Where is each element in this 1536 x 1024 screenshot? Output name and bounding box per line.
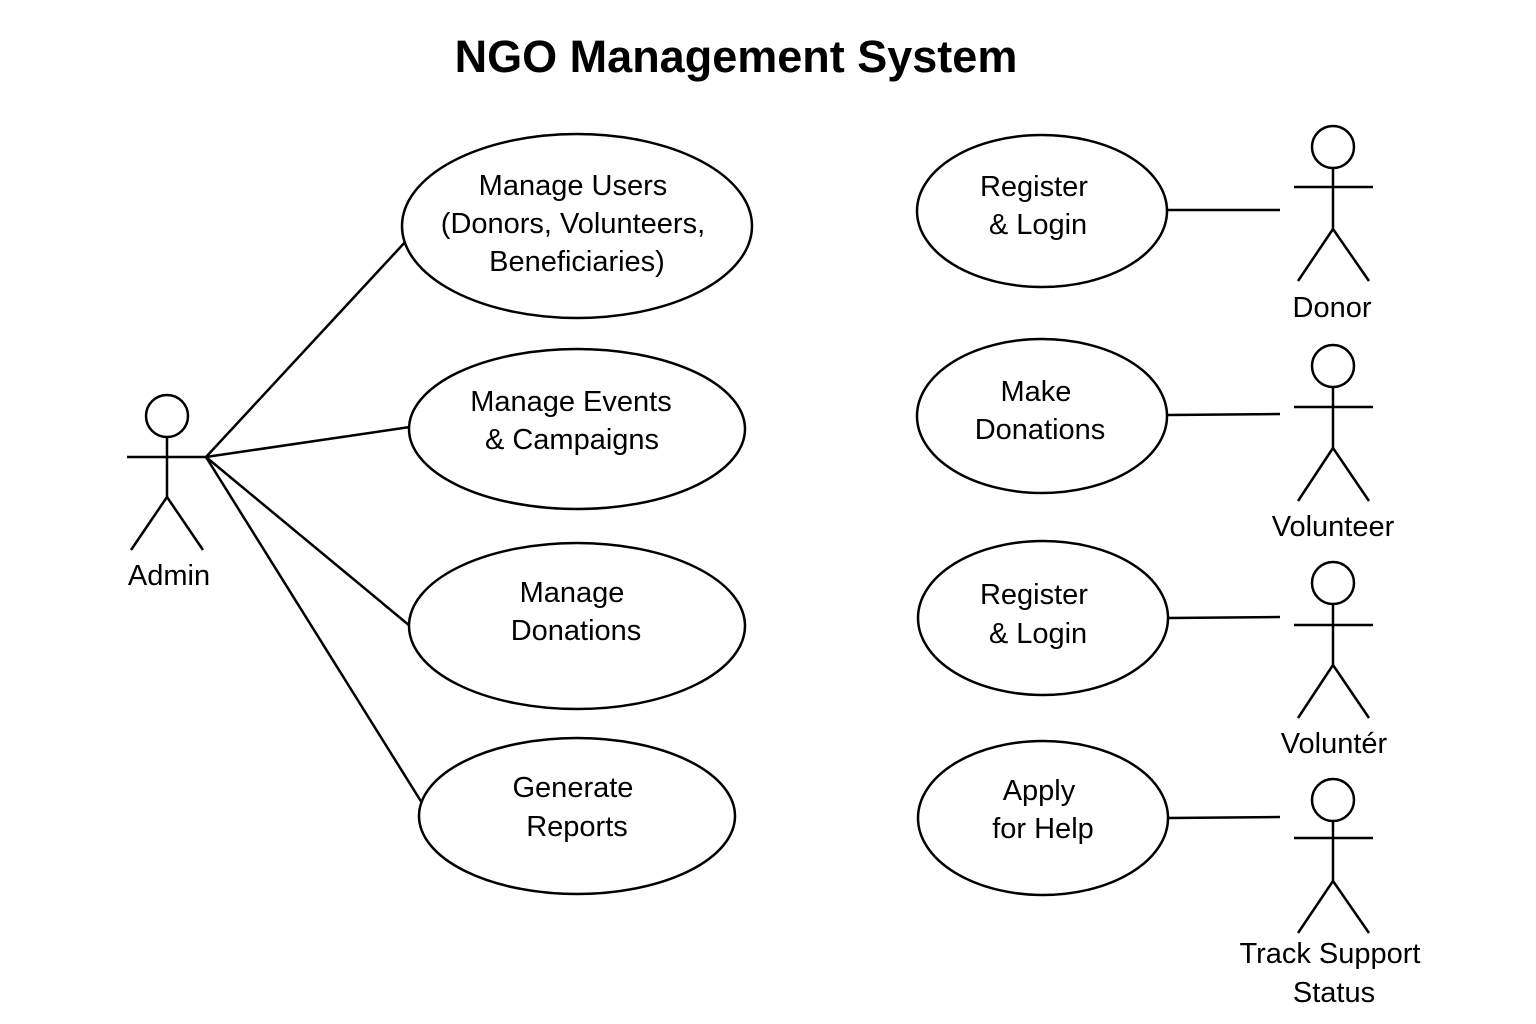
- use-case-line: Donations: [511, 615, 642, 647]
- associations: [204, 208, 1281, 820]
- actor-admin: Admin: [127, 393, 210, 592]
- association-admin-generate-reports: [204, 456, 424, 804]
- use-case-label: Manage Donations: [511, 577, 642, 647]
- association-admin-manage-donations: [205, 456, 411, 627]
- use-case-line: & Login: [989, 209, 1087, 241]
- actor-left-leg: [1296, 447, 1335, 502]
- actor-volunteer-2: Voluntér: [1281, 560, 1388, 760]
- use-case-line: (Donors, Volunteers,: [441, 208, 705, 240]
- use-case-register-login-2: Register & Login: [916, 539, 1170, 697]
- use-case-line: Generate: [513, 772, 634, 804]
- use-case-apply-for-help: Apply for Help: [916, 739, 1170, 897]
- actor-donor: Donor: [1293, 124, 1373, 324]
- use-case-generate-reports: Generate Reports: [417, 736, 737, 896]
- use-case-line: Manage Users: [479, 170, 668, 202]
- use-case-ellipse: [400, 132, 754, 320]
- use-case-line: Apply: [1003, 775, 1076, 807]
- actor-left-leg: [1296, 228, 1335, 282]
- actor-right-leg: [1331, 447, 1371, 502]
- use-case-ellipse: [916, 739, 1170, 897]
- use-case-line: Register: [980, 171, 1088, 203]
- actor-head: [144, 393, 190, 439]
- association-volunteer-2-register-login: [1167, 615, 1281, 620]
- actor-volunteer: Volunteer: [1272, 343, 1395, 543]
- actor-right-leg: [1331, 880, 1371, 934]
- use-case-line: for Help: [992, 813, 1094, 845]
- use-case-line: & Login: [989, 618, 1087, 650]
- actor-label-line: Track Support: [1239, 938, 1420, 970]
- use-case-manage-users: Manage Users (Donors, Volunteers, Benefi…: [400, 132, 754, 320]
- actor-label-line: Status: [1293, 977, 1375, 1009]
- actor-label-volunteer-2: Voluntér: [1281, 728, 1388, 760]
- use-case-line: & Campaigns: [485, 424, 659, 456]
- use-case-label: Make Donations: [975, 376, 1106, 446]
- use-case-label: Apply for Help: [992, 775, 1094, 845]
- actor-label-volunteer: Volunteer: [1272, 511, 1395, 543]
- actor-label-donor: Donor: [1293, 292, 1372, 324]
- use-case-label: Generate Reports: [513, 772, 642, 843]
- use-case-ellipse: [915, 133, 1169, 289]
- use-case-ellipse: [915, 337, 1169, 495]
- use-case-register-login-1: Register & Login: [915, 133, 1169, 289]
- use-case-ellipse: [407, 541, 747, 711]
- use-case-make-donations: Make Donations: [915, 337, 1169, 495]
- use-case-manage-events: Manage Events & Campaigns: [407, 347, 747, 511]
- actor-right-leg: [1331, 228, 1371, 282]
- use-case-label: Manage Users (Donors, Volunteers, Benefi…: [441, 170, 713, 278]
- use-case-ellipse: [417, 736, 737, 896]
- actor-head: [1310, 343, 1356, 389]
- use-case-line: Beneficiaries): [489, 246, 665, 278]
- use-case-label: Manage Events & Campaigns: [470, 386, 680, 456]
- association-track-support-apply-help: [1167, 815, 1281, 820]
- association-volunteer-make-donations: [1167, 412, 1281, 417]
- actor-left-leg: [1296, 880, 1335, 934]
- use-case-label: Register & Login: [980, 171, 1096, 241]
- actor-right-leg: [165, 496, 205, 551]
- use-case-line: Register: [980, 579, 1088, 611]
- use-case-ellipse: [407, 347, 747, 511]
- use-case-label: Register & Login: [980, 579, 1096, 650]
- actor-label-track-support-status: Track Support Status: [1239, 938, 1428, 1009]
- diagram-title: NGO Management System: [455, 31, 1018, 82]
- actor-right-leg: [1331, 664, 1371, 719]
- actor-left-leg: [1296, 664, 1335, 719]
- use-case-manage-donations: Manage Donations: [407, 541, 747, 711]
- use-case-line: Reports: [526, 811, 628, 843]
- actor-track-support-status: Track Support Status: [1239, 777, 1428, 1009]
- actor-head: [1310, 124, 1356, 170]
- use-case-line: Manage Events: [470, 386, 672, 418]
- use-case-line: Donations: [975, 414, 1106, 446]
- use-case-line: Manage: [520, 577, 625, 609]
- actor-head: [1310, 777, 1356, 823]
- actor-label-admin: Admin: [128, 560, 210, 592]
- association-admin-manage-users: [205, 239, 408, 458]
- actor-head: [1310, 560, 1356, 606]
- actor-left-leg: [129, 496, 169, 551]
- association-admin-manage-events: [205, 425, 411, 459]
- use-case-ellipse: [916, 539, 1170, 697]
- use-case-line: Make: [1001, 376, 1072, 408]
